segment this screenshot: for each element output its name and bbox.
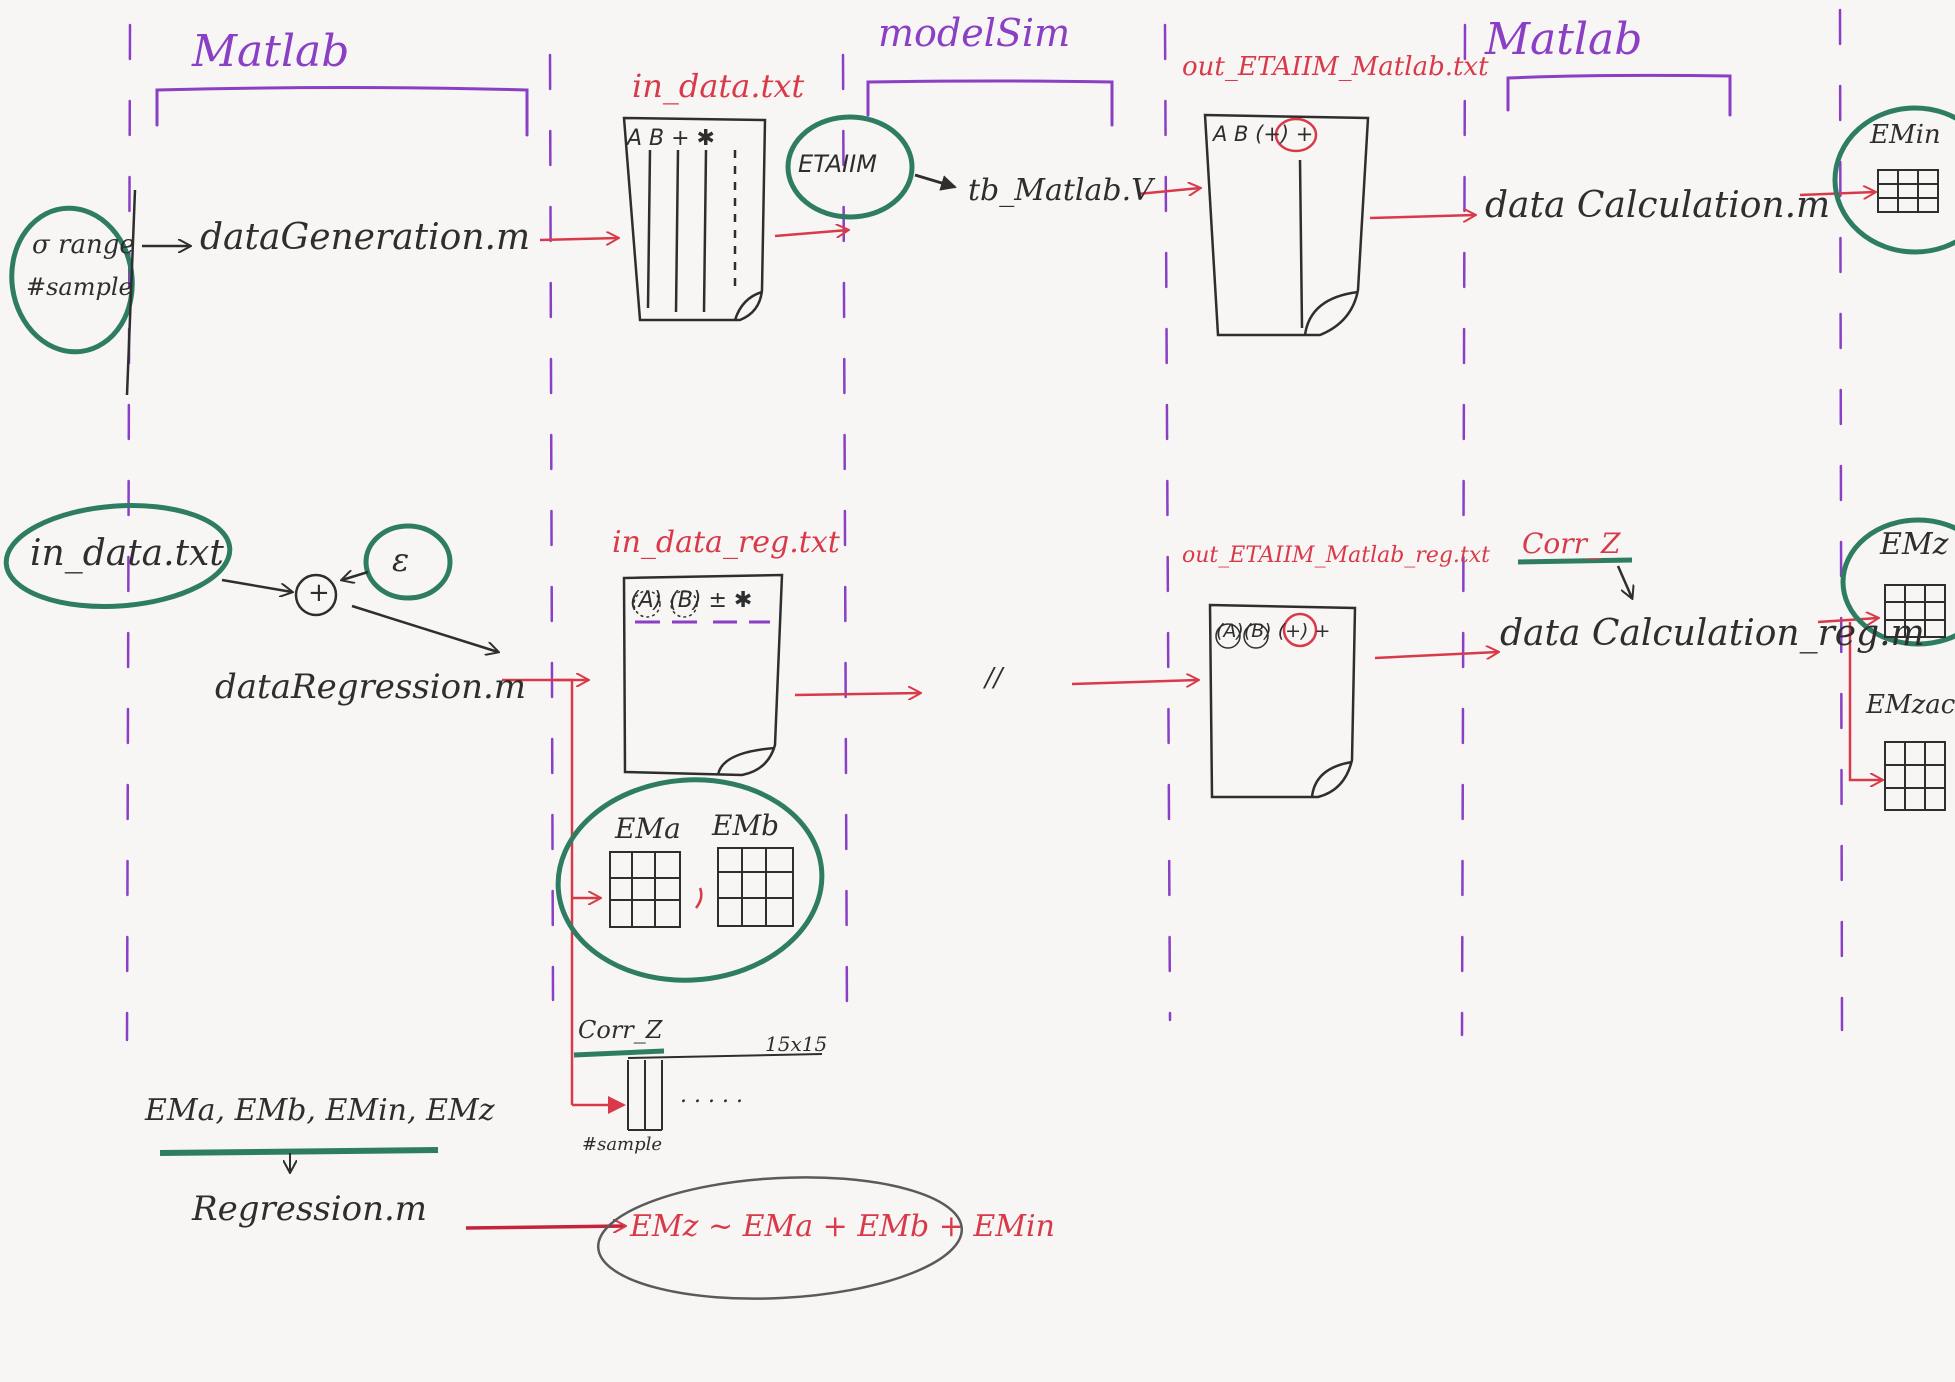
separator-2 — [548, 53, 555, 1002]
data-regression-script: dataRegression.m — [215, 667, 527, 707]
in-data-reg-columns: (A) (B) ± ✱ — [630, 588, 753, 613]
arrow-infile-to-core — [774, 230, 848, 236]
same-as-above-mark: // — [985, 663, 1003, 693]
ema-label: EMa — [615, 812, 681, 845]
out-data-reg-file-label: out_ETAIIM_Matlab_reg.txt — [1182, 543, 1490, 568]
arrow-gen-to-infile — [539, 238, 618, 240]
separator-1 — [125, 23, 132, 1042]
arrow-input-to-sum — [221, 578, 292, 592]
corr-z-underline-2 — [573, 1048, 665, 1058]
phase-label-matlab-1: Matlab — [192, 26, 350, 77]
out-data-document — [1203, 113, 1370, 337]
emb-label: EMb — [712, 809, 780, 842]
arrow-outfile-to-calc — [1369, 215, 1475, 218]
in-data-file-label: in_data.txt — [632, 67, 805, 105]
reg-input-file-label: in_data.txt — [30, 533, 224, 574]
arrow-calc-to-emz — [1817, 618, 1878, 622]
input-sample-count: #sample — [26, 273, 133, 301]
equation-ellipse — [596, 1176, 964, 1300]
emz-circle — [1840, 517, 1955, 647]
core-circle — [785, 114, 915, 220]
branch-line — [555, 678, 574, 1105]
data-calculation-reg-script: data Calculation_reg.m — [1500, 613, 1925, 654]
out-data-columns: A B (+) + — [1213, 122, 1314, 146]
bracket-matlab-1 — [155, 86, 529, 137]
in-data-reg-col-circles — [633, 590, 698, 618]
corr-matrix — [627, 1060, 663, 1131]
bracket-matlab-2 — [1506, 73, 1732, 117]
arrow-regression-to-eq — [465, 1226, 625, 1228]
arrow-reg-infile-to-out — [794, 693, 920, 695]
arrow-corr-to-calc — [1616, 565, 1632, 598]
emin-table — [1877, 169, 1939, 213]
emin-circle — [1832, 105, 1955, 255]
corr-z-underline — [1517, 557, 1633, 565]
matrix-top-line — [627, 1053, 823, 1059]
em-ab-separator — [695, 887, 703, 909]
emz-table — [1884, 584, 1946, 638]
reg-input-circle — [3, 503, 233, 609]
arrow-same-to-outreg — [1071, 680, 1198, 684]
arrow-calc-to-emzacc — [1848, 622, 1882, 780]
input-pin — [125, 189, 137, 396]
in-data-columns: A B + ✱ — [627, 126, 715, 151]
in-data-reg-file-label: in_data_reg.txt — [612, 525, 840, 560]
corr-z-matrix-label: Corr_Z — [578, 1016, 663, 1044]
separator-5 — [1460, 23, 1467, 1037]
sum-node-plus: + — [308, 578, 330, 608]
separator-6 — [1838, 8, 1844, 1032]
phase-brackets — [155, 73, 1732, 137]
sum-node — [294, 573, 338, 617]
separator-4 — [1163, 23, 1172, 1022]
matrix-ellipsis: . . . . . — [680, 1083, 743, 1108]
phase-label-modelsim: modelSim — [878, 11, 1071, 55]
arrow-tb-to-outfile — [1137, 188, 1200, 194]
corr-z-label: Corr_Z — [1522, 527, 1621, 560]
epsilon-label: ε — [392, 541, 410, 579]
core-label: ETAIIM — [798, 150, 877, 178]
separator-3 — [841, 53, 849, 1022]
regression-equation: EMz ~ EMa + EMb + EMin — [630, 1209, 1055, 1244]
arrow-sum-to-reg — [351, 604, 498, 652]
emin-label: EMin — [1870, 120, 1941, 150]
phase-label-matlab-2: Matlab — [1485, 14, 1643, 65]
out-data-reg-columns: (A)(B) (+) + — [1216, 620, 1331, 642]
emzacc-label: EMzacc — [1866, 690, 1955, 720]
emzacc-table — [1884, 741, 1946, 811]
out-data-file-label: out_ETAIIM_Matlab.txt — [1182, 52, 1489, 82]
em-ab-circle — [555, 777, 825, 983]
out-reg-col-circles — [1215, 612, 1318, 649]
em-list-underline — [159, 1147, 439, 1156]
emz-label: EMz — [1880, 527, 1949, 562]
arrow-eps-to-sum — [342, 572, 369, 580]
out-data-reg-document — [1208, 603, 1357, 799]
ema-table — [609, 851, 681, 928]
data-calculation-script: data Calculation.m — [1485, 185, 1831, 226]
regression-script: Regression.m — [192, 1189, 428, 1229]
epsilon-circle — [363, 523, 453, 601]
data-generation-script: dataGeneration.m — [200, 217, 531, 258]
matrix-size-label: 15x15 — [765, 1032, 828, 1056]
in-data-document — [622, 116, 767, 322]
out-plus-circle — [1274, 117, 1318, 153]
bracket-modelsim — [866, 79, 1114, 127]
arrow-outreg-to-calc — [1374, 652, 1498, 658]
phase-separators — [125, 8, 1844, 1042]
in-data-reg-document — [622, 573, 784, 777]
input-sigma-range: σ range — [32, 230, 135, 260]
matrix-sample-label: #sample — [582, 1134, 663, 1155]
arrow-core-to-tb — [914, 173, 957, 191]
testbench-label: tb_Matlab.V — [968, 173, 1153, 208]
emb-table — [717, 847, 794, 927]
em-list-label: EMa, EMb, EMin, EMz — [145, 1093, 495, 1128]
